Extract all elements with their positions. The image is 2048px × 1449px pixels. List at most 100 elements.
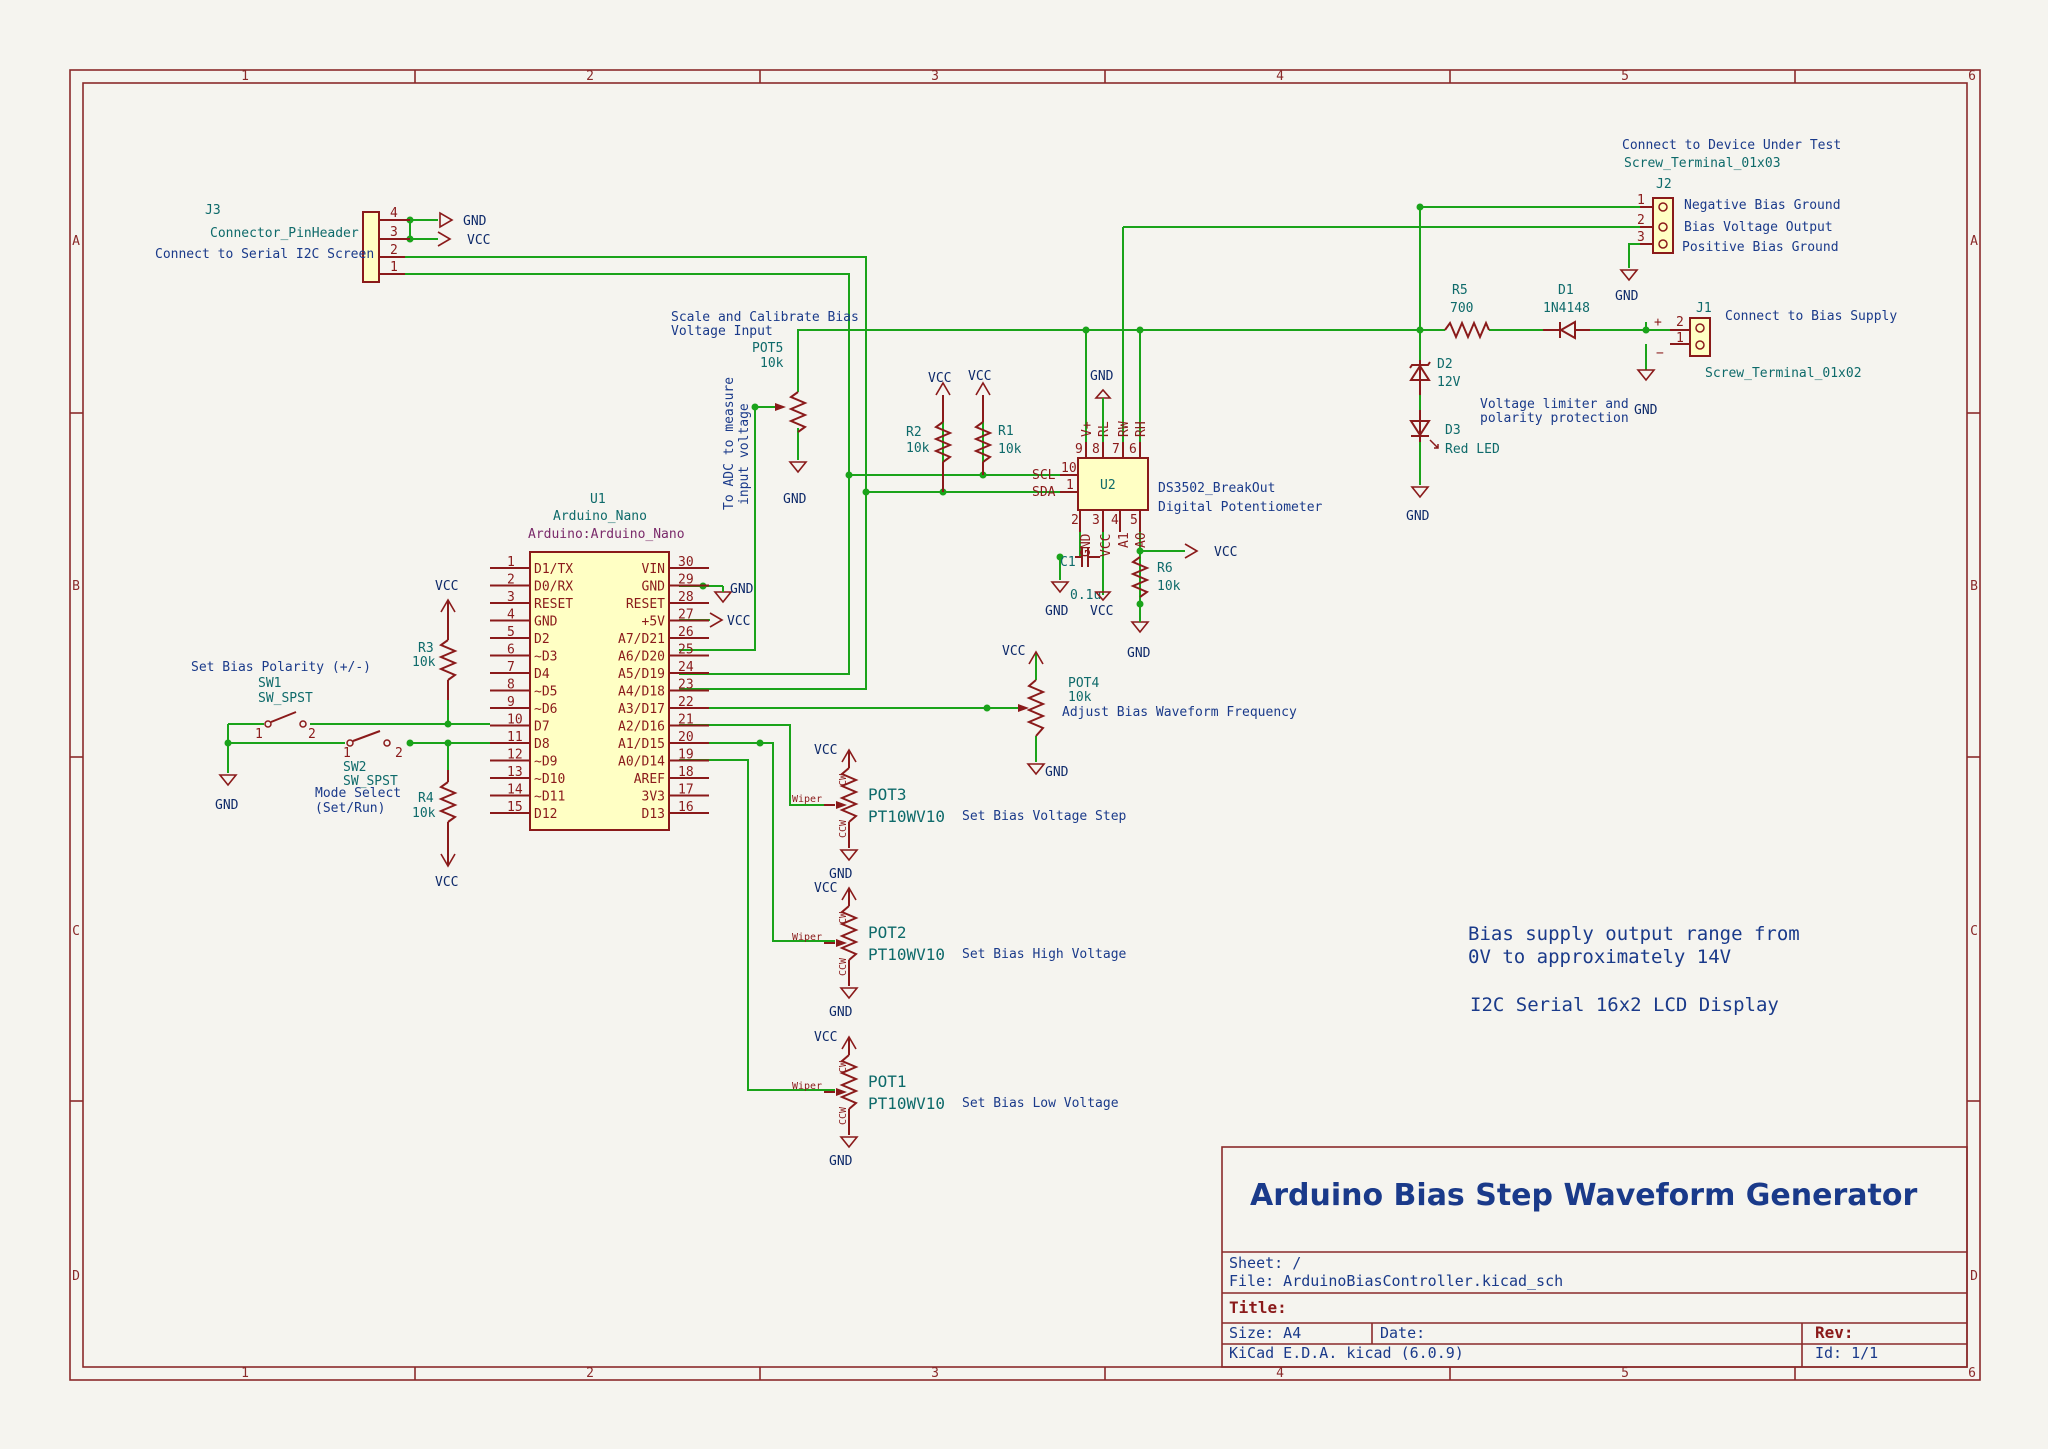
pot3-cw-label: CW xyxy=(838,773,849,786)
pot5-ref: POT5 xyxy=(752,341,783,356)
title-block: Arduino Bias Step Waveform Generator She… xyxy=(1221,1146,1968,1368)
u1-right-pin-num: 24 xyxy=(678,660,694,675)
d3-ref: D3 xyxy=(1445,423,1461,438)
u1-right-pin-num: 18 xyxy=(678,765,694,780)
tb-tool: KiCad E.D.A. kicad (6.0.9) xyxy=(1229,1344,1464,1362)
r6-ref: R6 xyxy=(1157,561,1173,576)
u1-vcc-label: VCC xyxy=(727,614,750,629)
u1-right-pin-name: A0/D14 xyxy=(618,755,665,770)
u1-left-pin-num: 12 xyxy=(507,748,523,763)
gnd-symbol-u2-rl xyxy=(1094,388,1112,399)
pot1-ccw-label: CCW xyxy=(838,1106,849,1125)
pot3-value: PT10WV10 xyxy=(868,807,945,826)
j3-pin-4: 4 xyxy=(390,206,398,221)
u1-right-pin-num: 26 xyxy=(678,625,694,640)
j2-pin-2: 2 xyxy=(1637,213,1645,228)
ic-u2: U2 DS3502_BreakOut Digital Potentiometer… xyxy=(1032,369,1323,557)
c1-ref: C1 xyxy=(1060,555,1076,570)
j2-pin-1: 1 xyxy=(1637,193,1645,208)
pot1-wiper-label: Wiper xyxy=(792,1081,822,1092)
d2-value: 12V xyxy=(1437,375,1461,390)
sw2-ref: SW2 xyxy=(343,760,366,775)
gnd-symbol-j1 xyxy=(1636,369,1656,382)
u2-value: DS3502_BreakOut xyxy=(1158,481,1275,496)
u1-left-pin-name: ~D3 xyxy=(534,650,557,665)
pot4-gnd-label: GND xyxy=(1045,765,1069,780)
frame-col-2-bottom: 2 xyxy=(586,1366,594,1381)
resistor-r6: R6 10k GND VCC xyxy=(1127,543,1237,661)
u2-pin-sda: SDA xyxy=(1032,485,1056,500)
u2-a0-vcc-label: VCC xyxy=(1214,545,1237,560)
pot3-gnd-label: GND xyxy=(829,867,853,882)
gnd-symbol-switches xyxy=(218,774,238,787)
u1-right-pin-num: 28 xyxy=(678,590,694,605)
j2-label-2: Bias Voltage Output xyxy=(1684,220,1833,235)
pot1-vcc-label: VCC xyxy=(814,1030,837,1045)
frame-col-5: 5 xyxy=(1621,69,1629,84)
pot3-vcc-label: VCC xyxy=(814,743,837,758)
r4-vcc-label: VCC xyxy=(435,875,458,890)
u2-num-1: 1 xyxy=(1066,478,1074,493)
j1-pin-2: 2 xyxy=(1676,315,1684,330)
tb-file: File: ArduinoBiasController.kicad_sch xyxy=(1229,1272,1563,1290)
u1-left-pin-name: D7 xyxy=(534,720,550,735)
tb-sheet: Sheet: / xyxy=(1229,1254,1301,1272)
j2-gnd-label: GND xyxy=(1615,289,1639,304)
r1-value: 10k xyxy=(998,442,1022,457)
frame-row-b-right: B xyxy=(1970,579,1978,594)
u1-left-pin-name: D8 xyxy=(534,737,550,752)
u1-left-pin-name: ~D10 xyxy=(534,772,565,787)
u2-num-7: 7 xyxy=(1112,442,1120,457)
u1-right-pin-num: 22 xyxy=(678,695,694,710)
pot1-cw-label: CW xyxy=(838,1060,849,1073)
resistor-r1: VCC R1 10k xyxy=(968,369,1022,475)
frame-row-a-right: A xyxy=(1970,234,1978,249)
gnd-symbol-pot5 xyxy=(788,461,808,474)
r6-gnd-label: GND xyxy=(1127,646,1151,661)
gnd-symbol-u1 xyxy=(713,591,733,604)
u2-pin-vplus: V+ xyxy=(1080,421,1095,437)
frame-col-6: 6 xyxy=(1968,69,1976,84)
u1-footprint: Arduino:Arduino_Nano xyxy=(528,527,685,542)
connector-j3: 4 3 2 1 J3 Connector_PinHeader Connect t… xyxy=(155,203,490,283)
svg-text:2: 2 xyxy=(308,727,316,742)
note-range-1: Bias supply output range from xyxy=(1468,923,1800,945)
resistor-r5: R5 700 xyxy=(1444,283,1490,340)
u1-left-pin-name: D0/RX xyxy=(534,580,573,595)
j3-gnd-label: GND xyxy=(463,214,487,229)
u2-pin-vcc: VCC xyxy=(1099,534,1114,557)
u1-left-pin-num: 11 xyxy=(507,730,523,745)
r2-value: 10k xyxy=(906,441,930,456)
u1-left-pin-name: ~D11 xyxy=(534,790,565,805)
u1-left-pin-num: 7 xyxy=(507,660,515,675)
j3-pin-1: 1 xyxy=(390,260,398,275)
pot2-vcc-label: VCC xyxy=(814,881,837,896)
pot2-value: PT10WV10 xyxy=(868,945,945,964)
u1-right-pin-name: A2/D16 xyxy=(618,720,665,735)
note-range-2: 0V to approximately 14V xyxy=(1468,946,1731,968)
pot2-ccw-label: CCW xyxy=(838,957,849,976)
pot4-vcc-label: VCC xyxy=(1002,644,1025,659)
diode-d1: D1 1N4148 xyxy=(1543,283,1590,340)
u1-right-pin-num: 27 xyxy=(678,608,694,623)
u1-left-pin-name: RESET xyxy=(534,597,573,612)
u1-right-pin-num: 29 xyxy=(678,573,694,588)
tb-date: Date: xyxy=(1380,1324,1425,1342)
pot3-desc: Set Bias Voltage Step xyxy=(962,809,1127,824)
d1-value: 1N4148 xyxy=(1543,301,1590,316)
frame-col-2: 2 xyxy=(586,69,594,84)
tb-rev: Rev: xyxy=(1815,1323,1854,1342)
u1-left-pin-num: 4 xyxy=(507,608,515,623)
frame-row-a: A xyxy=(72,234,80,249)
note-lcd: I2C Serial 16x2 LCD Display xyxy=(1470,994,1779,1016)
pot1-ref: POT1 xyxy=(868,1072,907,1091)
u2-pin-rh: RH xyxy=(1134,421,1149,437)
u1-value: Arduino_Nano xyxy=(553,509,647,524)
r1-ref: R1 xyxy=(998,424,1014,439)
u1-right-pin-name: +5V xyxy=(642,615,666,630)
frame-row-c: C xyxy=(72,924,80,939)
